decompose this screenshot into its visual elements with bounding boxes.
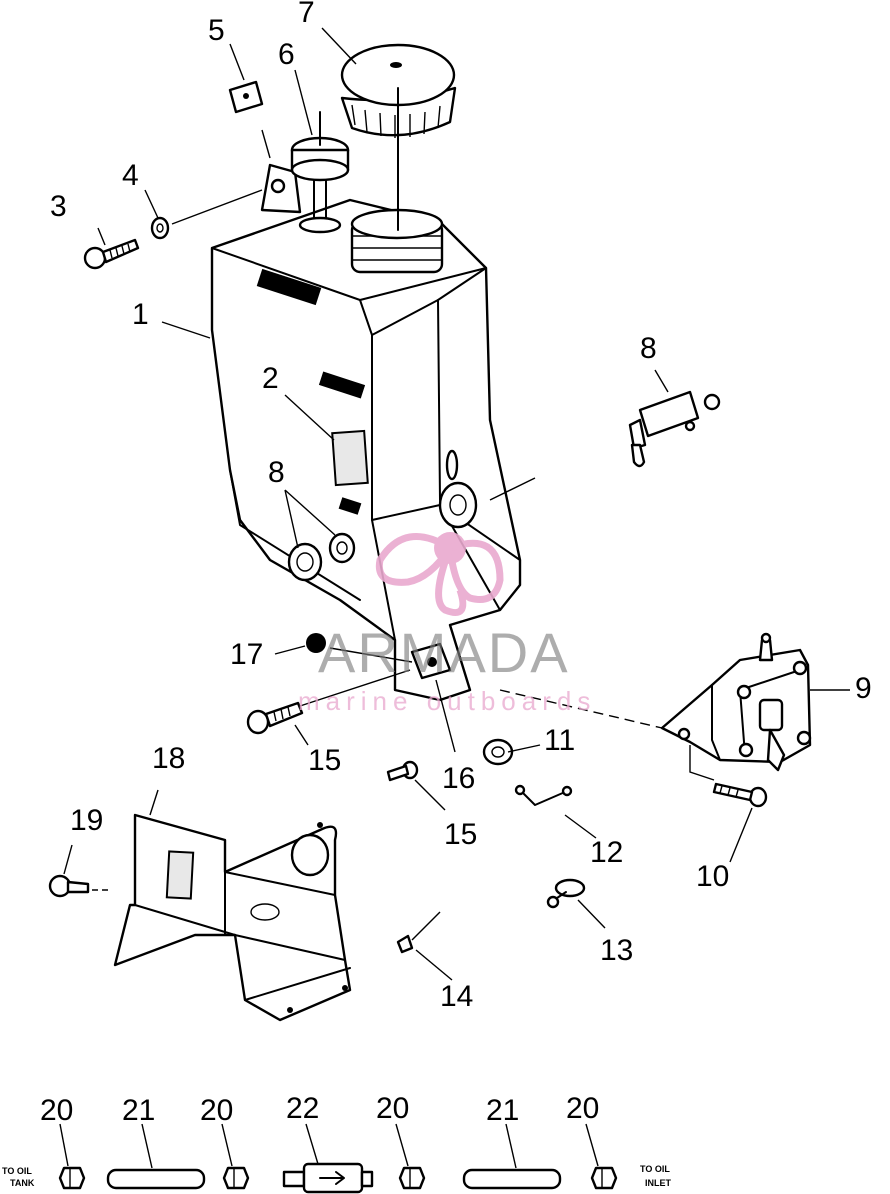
callout-1: 1 — [132, 298, 149, 331]
leader-line — [141, 1123, 153, 1169]
leader-line — [284, 394, 335, 441]
leader-line — [489, 477, 536, 501]
callout-3: 3 — [50, 190, 67, 223]
callout-15-upper: 15 — [308, 744, 341, 777]
leader-line — [299, 669, 411, 707]
leader-line — [63, 844, 73, 875]
clamp-icon — [58, 1166, 86, 1190]
callout-18: 18 — [152, 742, 185, 775]
callout-8-grommet: 8 — [268, 456, 285, 489]
callout-17: 17 — [230, 638, 263, 671]
callout-9: 9 — [855, 672, 872, 705]
callout-15-lower: 15 — [444, 818, 477, 851]
leader-line — [395, 1123, 409, 1167]
leader-line — [689, 745, 715, 781]
leader-line — [415, 949, 453, 981]
callout-22: 22 — [286, 1092, 319, 1125]
to-oil-tank-label-line1: TO OIL — [2, 1166, 32, 1176]
leader-line — [577, 899, 606, 929]
leader-line — [499, 689, 663, 729]
square-nut-icon — [410, 642, 452, 680]
screw-icon — [83, 238, 140, 270]
leader-line — [161, 321, 211, 339]
leader-line — [261, 129, 271, 159]
leader-line — [305, 1123, 319, 1165]
screw-icon — [48, 874, 90, 898]
callout-20-a: 20 — [40, 1094, 73, 1127]
leader-line — [505, 1123, 517, 1169]
to-oil-inlet-label-line2: INLET — [645, 1178, 672, 1188]
clip-icon — [228, 80, 264, 114]
inline-filter-icon — [282, 1162, 374, 1194]
leader-line — [321, 27, 357, 65]
leader-line — [411, 911, 441, 941]
leader-line — [274, 645, 306, 655]
watermark-tagline: marine outboards — [298, 686, 596, 716]
leader-line — [149, 789, 159, 816]
leader-line — [294, 724, 309, 746]
callout-5: 5 — [208, 14, 225, 47]
screw-icon — [712, 782, 768, 808]
nut-icon — [306, 633, 326, 653]
callout-20-c: 20 — [376, 1092, 409, 1125]
hose-icon — [106, 1168, 206, 1190]
bolt-icon — [386, 760, 419, 782]
leader-line — [329, 647, 413, 663]
leader-line — [59, 1123, 69, 1167]
callout-14: 14 — [440, 980, 473, 1013]
callout-13: 13 — [600, 934, 633, 967]
callout-16: 16 — [442, 762, 475, 795]
callout-7: 7 — [298, 0, 315, 29]
elbow-fitting-icon — [514, 784, 573, 806]
hose-icon — [462, 1168, 562, 1190]
mounting-bracket-icon — [113, 813, 352, 1022]
callout-8-valve: 8 — [640, 332, 657, 365]
watermark-brand: ARMADA — [318, 621, 570, 684]
washer-icon — [150, 216, 170, 240]
clamp-icon — [590, 1166, 618, 1190]
leader-line — [97, 227, 106, 246]
leader-line — [284, 489, 336, 549]
clamp-icon — [398, 1166, 426, 1190]
leader-line — [171, 189, 263, 225]
grommet-icon — [287, 532, 356, 582]
rivet-icon — [396, 934, 414, 954]
callout-12: 12 — [590, 836, 623, 869]
leader-line — [564, 814, 597, 839]
callout-2: 2 — [262, 362, 279, 395]
drain-valve-icon — [628, 390, 721, 468]
hose-assembly-row: TO OIL TANK TO OIL INLET — [2, 1092, 672, 1194]
callout-21-a: 21 — [122, 1094, 155, 1127]
fitting-icon — [482, 738, 514, 766]
watermark: ARMADA marine outboards — [298, 532, 596, 716]
bolt-icon — [246, 701, 304, 735]
leader-line — [414, 779, 446, 811]
leader-line — [294, 69, 313, 136]
callout-4: 4 — [122, 159, 139, 192]
callout-19: 19 — [70, 804, 103, 837]
hose-clamp-icon — [546, 878, 586, 909]
callout-21-b: 21 — [486, 1094, 519, 1127]
leader-line — [229, 43, 245, 81]
callout-10: 10 — [696, 860, 729, 893]
clamp-icon — [222, 1166, 250, 1190]
to-oil-inlet-label-line1: TO OIL — [640, 1164, 670, 1174]
callout-6: 6 — [278, 38, 295, 71]
callout-20-b: 20 — [200, 1094, 233, 1127]
leader-line — [144, 189, 159, 219]
vent-plug-icon — [290, 111, 350, 234]
callout-11: 11 — [544, 724, 575, 757]
leader-line — [729, 807, 753, 863]
oil-pump-icon — [660, 632, 812, 772]
callout-20-d: 20 — [566, 1092, 599, 1125]
propeller-logo-icon — [375, 532, 504, 616]
leader-line — [654, 369, 669, 393]
oil-tank-icon — [210, 163, 522, 702]
leader-line — [221, 1123, 233, 1167]
leader-line — [435, 679, 456, 753]
to-oil-tank-label-line2: TANK — [10, 1178, 35, 1188]
leader-line — [507, 744, 541, 753]
leader-line — [585, 1123, 599, 1167]
